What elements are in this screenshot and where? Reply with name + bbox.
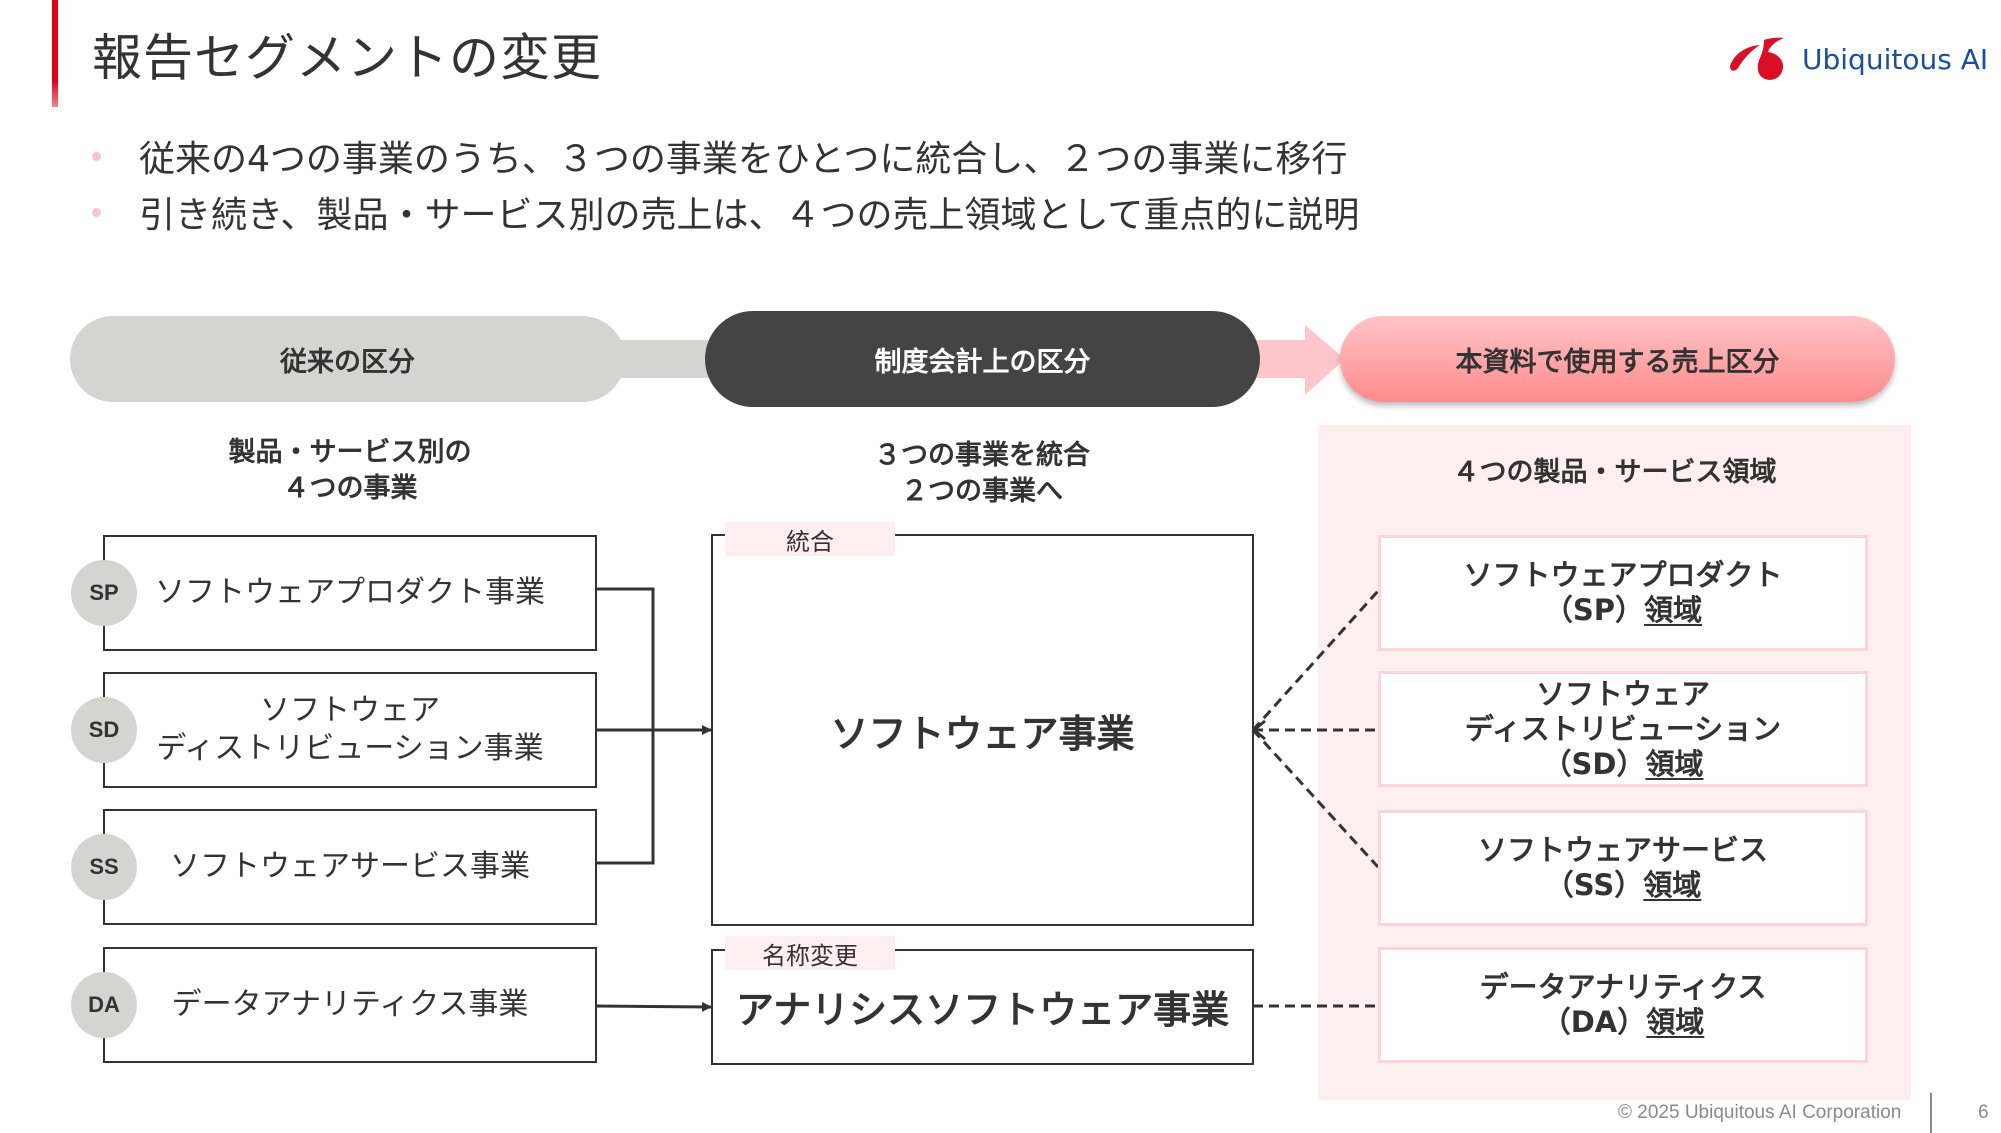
business-name: アナリシスソフトウェア事業 bbox=[735, 988, 1230, 1032]
title-accent-bar bbox=[52, 0, 58, 107]
old-business-ss: ソフトウェアサービス事業 bbox=[103, 809, 597, 925]
stage-connector bbox=[620, 340, 710, 378]
business-name-line1: ソフトウェア bbox=[260, 693, 440, 728]
domain-name: ソフトウェアプロダクト bbox=[1463, 558, 1783, 592]
company-logo: Ubiquitous AI bbox=[1728, 34, 1988, 84]
domain-name-line2: ディストリビューション bbox=[1464, 711, 1782, 746]
business-name: データアナリティクス事業 bbox=[171, 987, 529, 1022]
business-name: ソフトウェアプロダクト事業 bbox=[155, 575, 545, 610]
tag-merged: 統合 bbox=[725, 522, 895, 556]
statutory-head-line2: ２つの事業へ bbox=[901, 476, 1063, 507]
bullet-item: 引き続き、製品・サービス別の売上は、４つの売上領域として重点的に説明 bbox=[92, 184, 1359, 240]
summary-bullets: 従来の4つの事業のうち、３つの事業をひとつに統合し、２つの事業に移行 引き続き、… bbox=[92, 128, 1359, 240]
domain-code: （SS） bbox=[1544, 868, 1644, 902]
copyright: © 2025 Ubiquitous AI Corporation bbox=[1618, 1102, 1902, 1123]
bullet-dot-icon bbox=[92, 207, 101, 217]
footer-divider bbox=[1930, 1093, 1932, 1133]
tag-renamed: 名称変更 bbox=[725, 936, 895, 970]
bullet-item: 従来の4つの事業のうち、３つの事業をひとつに統合し、２つの事業に移行 bbox=[92, 128, 1359, 184]
dash-sp bbox=[1251, 589, 1380, 732]
domain-code: （SD） bbox=[1542, 746, 1646, 781]
logo-text: Ubiquitous AI bbox=[1802, 42, 1989, 76]
business-name-line2: ディストリビューション事業 bbox=[156, 731, 544, 766]
old-business-sd: ソフトウェア ディストリビューション事業 bbox=[103, 672, 597, 788]
domain-sp: ソフトウェアプロダクト （SP）領域 bbox=[1378, 535, 1868, 651]
domain-sd: ソフトウェア ディストリビューション （SD）領域 bbox=[1378, 671, 1868, 787]
badge-sd: SD bbox=[71, 697, 137, 763]
statutory-section-head: ３つの事業を統合 ２つの事業へ bbox=[712, 438, 1252, 510]
old-business-da: データアナリティクス事業 bbox=[103, 947, 597, 1063]
statutory-head-line1: ３つの事業を統合 bbox=[874, 440, 1090, 471]
old-head-line1: 製品・サービス別の bbox=[228, 437, 472, 468]
domain-da: データアナリティクス （DA）領域 bbox=[1378, 947, 1868, 1063]
dash-ss bbox=[1251, 728, 1380, 869]
domain-name-line1: ソフトウェア bbox=[1535, 676, 1710, 711]
domain-code: （DA） bbox=[1541, 1005, 1647, 1039]
old-section-head: 製品・サービス別の ４つの事業 bbox=[103, 435, 597, 507]
page-title: 報告セグメントの変更 bbox=[92, 29, 602, 87]
stage-document: 本資料で使用する売上区分 bbox=[1340, 316, 1895, 402]
stage-statutory: 制度会計上の区分 bbox=[705, 311, 1260, 407]
domain-name: ソフトウェアサービス bbox=[1477, 833, 1768, 867]
bullet-dot-icon bbox=[92, 151, 101, 161]
logo-mark-icon bbox=[1730, 37, 1784, 80]
badge-da: DA bbox=[71, 972, 137, 1038]
dash-arrowhead-icon bbox=[1251, 719, 1266, 741]
bullet-text: 従来の4つの事業のうち、３つの事業をひとつに統合し、２つの事業に移行 bbox=[139, 139, 1348, 180]
document-section-head: ４つの製品・サービス領域 bbox=[1452, 457, 1777, 488]
domain-name: データアナリティクス bbox=[1479, 970, 1767, 1004]
da-rename-arrow bbox=[596, 1001, 712, 1012]
statutory-software-business: ソフトウェア事業 bbox=[711, 534, 1254, 926]
domain-suffix: 領域 bbox=[1646, 1005, 1705, 1039]
bullet-text: 引き続き、製品・サービス別の売上は、４つの売上領域として重点的に説明 bbox=[139, 195, 1360, 236]
badge-sp: SP bbox=[71, 560, 137, 626]
domain-suffix: 領域 bbox=[1644, 593, 1703, 627]
domain-code: （SP） bbox=[1543, 593, 1645, 627]
stage-old: 従来の区分 bbox=[70, 316, 625, 402]
business-name: ソフトウェア事業 bbox=[830, 711, 1135, 756]
sp-connector bbox=[597, 587, 655, 865]
domain-suffix: 領域 bbox=[1643, 868, 1702, 902]
badge-ss: SS bbox=[71, 834, 137, 900]
business-name: ソフトウェアサービス事業 bbox=[170, 849, 530, 884]
domain-ss: ソフトウェアサービス （SS）領域 bbox=[1378, 810, 1868, 926]
domain-suffix: 領域 bbox=[1645, 746, 1704, 781]
old-head-line2: ４つの事業 bbox=[282, 473, 418, 504]
page-number: 6 bbox=[1978, 1102, 1989, 1123]
old-business-sp: ソフトウェアプロダクト事業 bbox=[103, 535, 597, 651]
